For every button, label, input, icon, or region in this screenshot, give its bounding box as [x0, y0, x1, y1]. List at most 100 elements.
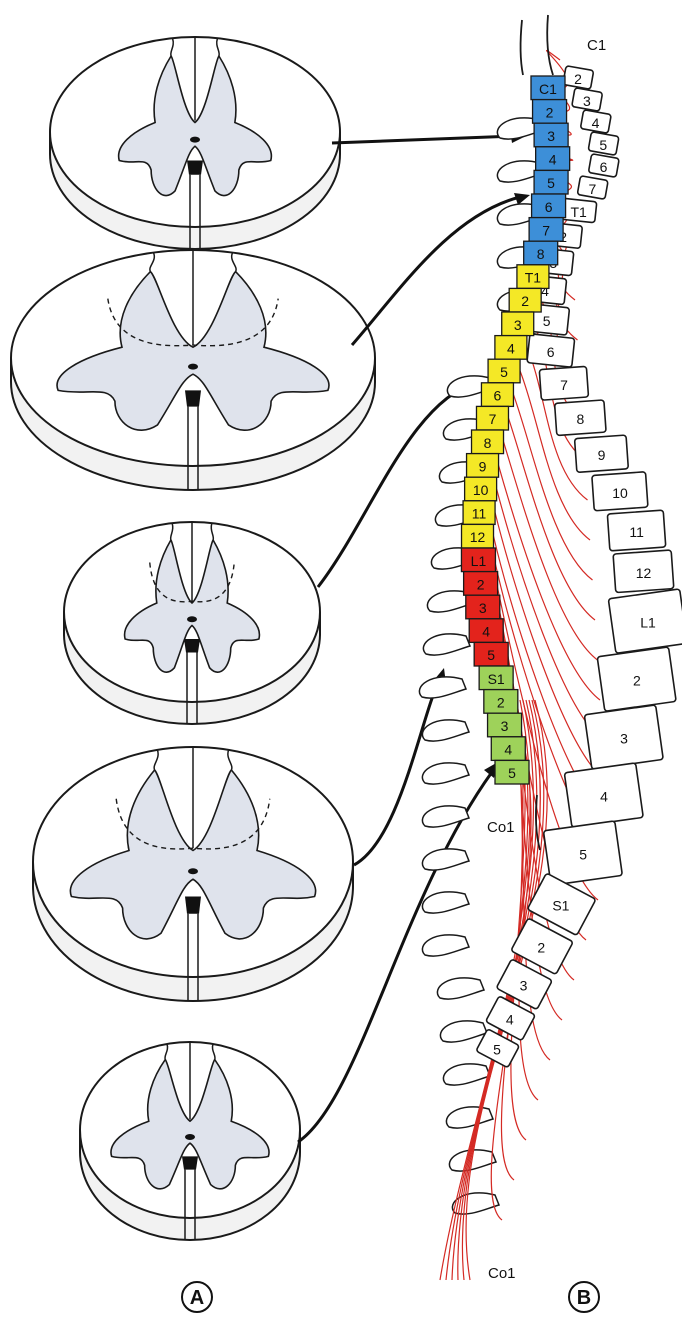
vertebra-label: 10: [612, 485, 628, 501]
cord-segment-label: 6: [545, 199, 553, 215]
cord-cross-section: [50, 37, 340, 249]
vertebra: 4: [564, 763, 643, 827]
vertebra-label: 6: [547, 344, 555, 360]
cord-segment-label: T1: [525, 270, 542, 286]
vertebra: 5: [588, 132, 619, 156]
vertebra-label: 9: [598, 447, 606, 463]
vertebra: L1: [608, 589, 682, 653]
vertebra-label: 5: [599, 137, 607, 153]
cord-segment-thoracic: 11: [463, 501, 495, 525]
panel-label-a: A: [182, 1282, 212, 1312]
vertebra: 2: [597, 647, 676, 711]
vertebra-label: 3: [520, 978, 528, 994]
vertebra: 8: [555, 400, 607, 436]
cord-segment-sacral: 3: [488, 713, 522, 737]
cord-segment-label: 5: [487, 647, 495, 663]
vertebra: 3: [572, 88, 603, 112]
vertebra-label: 12: [636, 565, 652, 581]
spinous-process: [440, 1021, 487, 1042]
central-canal: [190, 137, 200, 143]
vertebra-label: 5: [493, 1042, 501, 1058]
spinous-process: [422, 806, 469, 827]
svg-text:B: B: [577, 1287, 591, 1309]
cord-segment-lumbar: 3: [466, 595, 500, 619]
spinous-process: [443, 1064, 490, 1085]
cord-segment-sacral: 2: [484, 690, 518, 714]
spinous-process: [422, 849, 469, 870]
cord-segment-lumbar: 5: [474, 642, 508, 666]
cord-segment-label: 5: [547, 175, 555, 191]
vertebra-label: 2: [574, 71, 582, 87]
vertebra-label: 5: [579, 847, 587, 863]
cord-segment-thoracic: 7: [476, 406, 508, 430]
cord-segment-label: 2: [477, 576, 485, 592]
cord-segment-label: 3: [501, 718, 509, 734]
vertebra-label: 3: [583, 93, 591, 109]
cord-segment-cervical: 4: [536, 147, 570, 171]
central-canal: [188, 364, 198, 370]
cord-segment-cervical: 2: [533, 100, 567, 124]
vertebra-label: 2: [537, 940, 545, 956]
spinous-process: [423, 634, 470, 655]
cord-segment-label: 7: [489, 411, 497, 427]
cord-segment-label: 3: [479, 600, 487, 616]
cord-segment-thoracic: 8: [472, 430, 504, 454]
vertebra-label: 6: [600, 159, 608, 175]
arrow-cervical-lower: [352, 197, 520, 345]
cord-segment-cervical: 3: [534, 123, 568, 147]
vertebra: 3: [584, 705, 663, 769]
cord-segment-sacral: 5: [495, 760, 529, 784]
cord-segment-label: S1: [488, 671, 505, 687]
cord-segment-label: 2: [521, 293, 529, 309]
central-canal: [187, 616, 197, 622]
spinous-process: [422, 892, 469, 913]
cord-segment-label: 3: [514, 317, 522, 333]
vertebra: 10: [592, 472, 648, 511]
cord-segment-label: 9: [479, 458, 487, 474]
cord-segment-thoracic: T1: [517, 265, 549, 289]
vertebra-label: S1: [552, 898, 569, 914]
vertebra: 7: [577, 176, 608, 200]
vertebra-label: 5: [543, 313, 551, 329]
nerve-root: [499, 465, 600, 700]
vertebra-label: 4: [506, 1012, 514, 1028]
cord-segment-label: 10: [473, 482, 489, 498]
vertebra-label: 7: [589, 181, 597, 197]
vertebra-label: 3: [620, 731, 628, 747]
cord-segment-cervical: 8: [524, 241, 558, 265]
central-canal: [188, 868, 198, 874]
cord-segment-thoracic: 3: [502, 312, 534, 336]
cord-segment-label: L1: [471, 553, 487, 569]
cord-segment-label: 4: [507, 340, 515, 356]
cord-cross-section: [64, 522, 320, 724]
vertebra-label: 11: [629, 524, 644, 540]
vertebra-label-c1: C1: [587, 37, 606, 54]
cord-segment-label: 7: [542, 222, 550, 238]
cord-segment-thoracic: 10: [465, 477, 497, 501]
cord-segment-label: 2: [546, 104, 554, 120]
cord-segment-lumbar: 4: [469, 619, 503, 643]
spinous-process: [422, 720, 469, 741]
vertebra-label: 4: [592, 115, 600, 131]
vertebra-label-co1: Co1: [488, 1265, 516, 1282]
arrow-cervical-upper: [332, 136, 515, 143]
cord-segment-label: 3: [547, 128, 555, 144]
cord-segment-thoracic: 6: [481, 383, 513, 407]
vertebra: 11: [607, 510, 665, 551]
cord-segment-thoracic: 5: [488, 359, 520, 383]
cord-cross-section: [80, 1042, 300, 1240]
cord-segment-label: 5: [508, 765, 516, 781]
vertebra: 5: [543, 821, 622, 885]
cord-segment-label: 11: [472, 506, 487, 522]
vertebra: 6: [527, 334, 575, 368]
cord-segment-sacral: 4: [491, 737, 525, 761]
nerve-root: [504, 442, 598, 660]
cord-segment-label: 4: [549, 152, 557, 168]
cord-segment-cervical: 7: [529, 218, 563, 242]
cord-tail-label: Co1: [487, 819, 515, 836]
cord-segment-label: 8: [484, 435, 492, 451]
cord-segment-label: 5: [500, 364, 508, 380]
cord-segment-lumbar: L1: [461, 548, 495, 572]
vertebra-label: T1: [570, 204, 587, 220]
